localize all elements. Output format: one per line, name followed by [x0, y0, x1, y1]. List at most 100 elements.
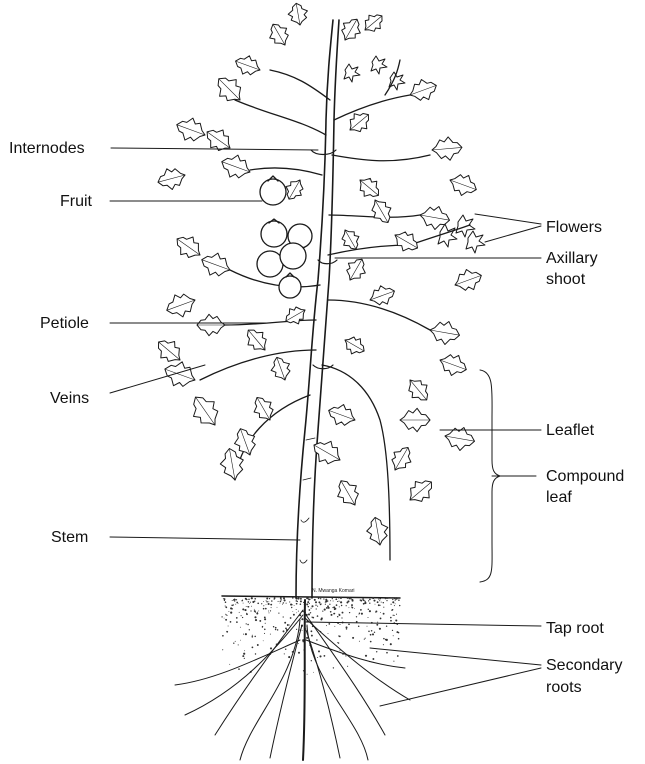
soil-speck [270, 604, 272, 606]
label-tap-root: Tap root [546, 618, 604, 639]
soil-speck [247, 624, 249, 626]
soil-speck [268, 601, 269, 602]
soil-speck [240, 640, 241, 641]
soil-speck [392, 609, 393, 610]
soil-speck [390, 604, 391, 605]
soil-speck [293, 614, 295, 616]
soil-speck [386, 639, 388, 641]
soil-speck [317, 606, 318, 607]
soil-speck [265, 608, 267, 610]
soil-speck [395, 603, 396, 604]
leaflet-shape [177, 118, 205, 141]
soil-speck [394, 615, 395, 616]
soil-speck [328, 623, 330, 625]
leaflet-shape [222, 155, 250, 178]
soil-speck [238, 668, 240, 670]
soil-speck [271, 600, 273, 602]
soil-speck [349, 612, 350, 613]
soil-speck [289, 601, 290, 602]
soil-speck [306, 637, 308, 639]
soil-speck [241, 615, 242, 616]
soil-speck [347, 598, 348, 599]
soil-speck [368, 609, 369, 610]
soil-speck [330, 614, 332, 616]
soil-speck [311, 635, 313, 637]
soil-speck [330, 600, 331, 601]
soil-speck [254, 636, 256, 638]
soil-speck [240, 627, 241, 628]
soil-speck [399, 605, 400, 606]
label-fruit: Fruit [60, 191, 92, 212]
soil-speck [392, 630, 393, 631]
soil-speck [320, 604, 322, 606]
soil-speck [254, 609, 255, 610]
soil-speck [380, 612, 381, 613]
soil-speck [359, 613, 361, 615]
soil-speck [337, 601, 338, 602]
leaflet-shape [167, 294, 195, 317]
soil-speck [300, 603, 302, 605]
soil-speck [385, 598, 386, 599]
soil-speck [368, 600, 369, 601]
soil-speck [251, 636, 253, 638]
leaflet-shape [194, 397, 218, 425]
soil-speck [228, 626, 229, 627]
soil-speck [298, 611, 299, 612]
soil-speck [246, 623, 247, 624]
soil-speck [257, 612, 258, 613]
soil-speck [297, 598, 299, 600]
soil-speck [298, 643, 299, 644]
soil-speck [390, 617, 392, 619]
soil-speck [247, 606, 248, 607]
soil-speck [283, 597, 285, 599]
soil-speck [262, 626, 263, 627]
soil-speck [268, 611, 269, 612]
soil-speck [396, 614, 397, 615]
soil-speck [232, 600, 233, 601]
label-stem: Stem [51, 527, 88, 548]
soil-speck [264, 618, 266, 620]
soil-speck [271, 607, 272, 608]
soil-speck [326, 625, 327, 626]
soil-speck [335, 598, 337, 600]
leaflet-shape [445, 428, 475, 451]
soil-speck [264, 633, 265, 634]
label-flowers: Flowers [546, 217, 602, 238]
soil-speck [376, 624, 378, 626]
soil-speck [370, 634, 372, 636]
soil-speck [296, 603, 298, 605]
soil-speck [390, 643, 392, 645]
soil-speck [298, 652, 300, 654]
label-petiole: Petiole [40, 313, 89, 334]
soil-speck [278, 613, 279, 614]
soil-speck [325, 604, 326, 605]
soil-speck [266, 600, 267, 601]
soil-speck [337, 642, 338, 643]
soil-speck [332, 607, 333, 608]
leaves [158, 3, 481, 545]
soil-speck [233, 599, 235, 601]
soil-speck [309, 609, 311, 611]
soil-speck [278, 601, 279, 602]
soil-speck [296, 600, 298, 602]
soil-speck [269, 598, 270, 599]
soil-speck [338, 635, 339, 636]
leaflet-shape [158, 169, 185, 190]
soil-speck [280, 597, 282, 599]
soil-speck [300, 600, 302, 602]
soil-speck [329, 604, 330, 605]
soil-speck [372, 597, 374, 599]
soil-speck [377, 601, 379, 603]
soil-speck [235, 641, 236, 642]
soil-speck [372, 633, 374, 635]
soil-speck [225, 606, 227, 608]
soil-speck [390, 620, 392, 622]
soil-speck [377, 622, 378, 623]
soil-speck [283, 616, 284, 617]
roots [175, 600, 410, 760]
soil-speck [257, 602, 259, 604]
label-secondary-roots-line2: roots [546, 677, 582, 698]
soil-speck [383, 644, 384, 645]
soil-speck [360, 599, 361, 600]
